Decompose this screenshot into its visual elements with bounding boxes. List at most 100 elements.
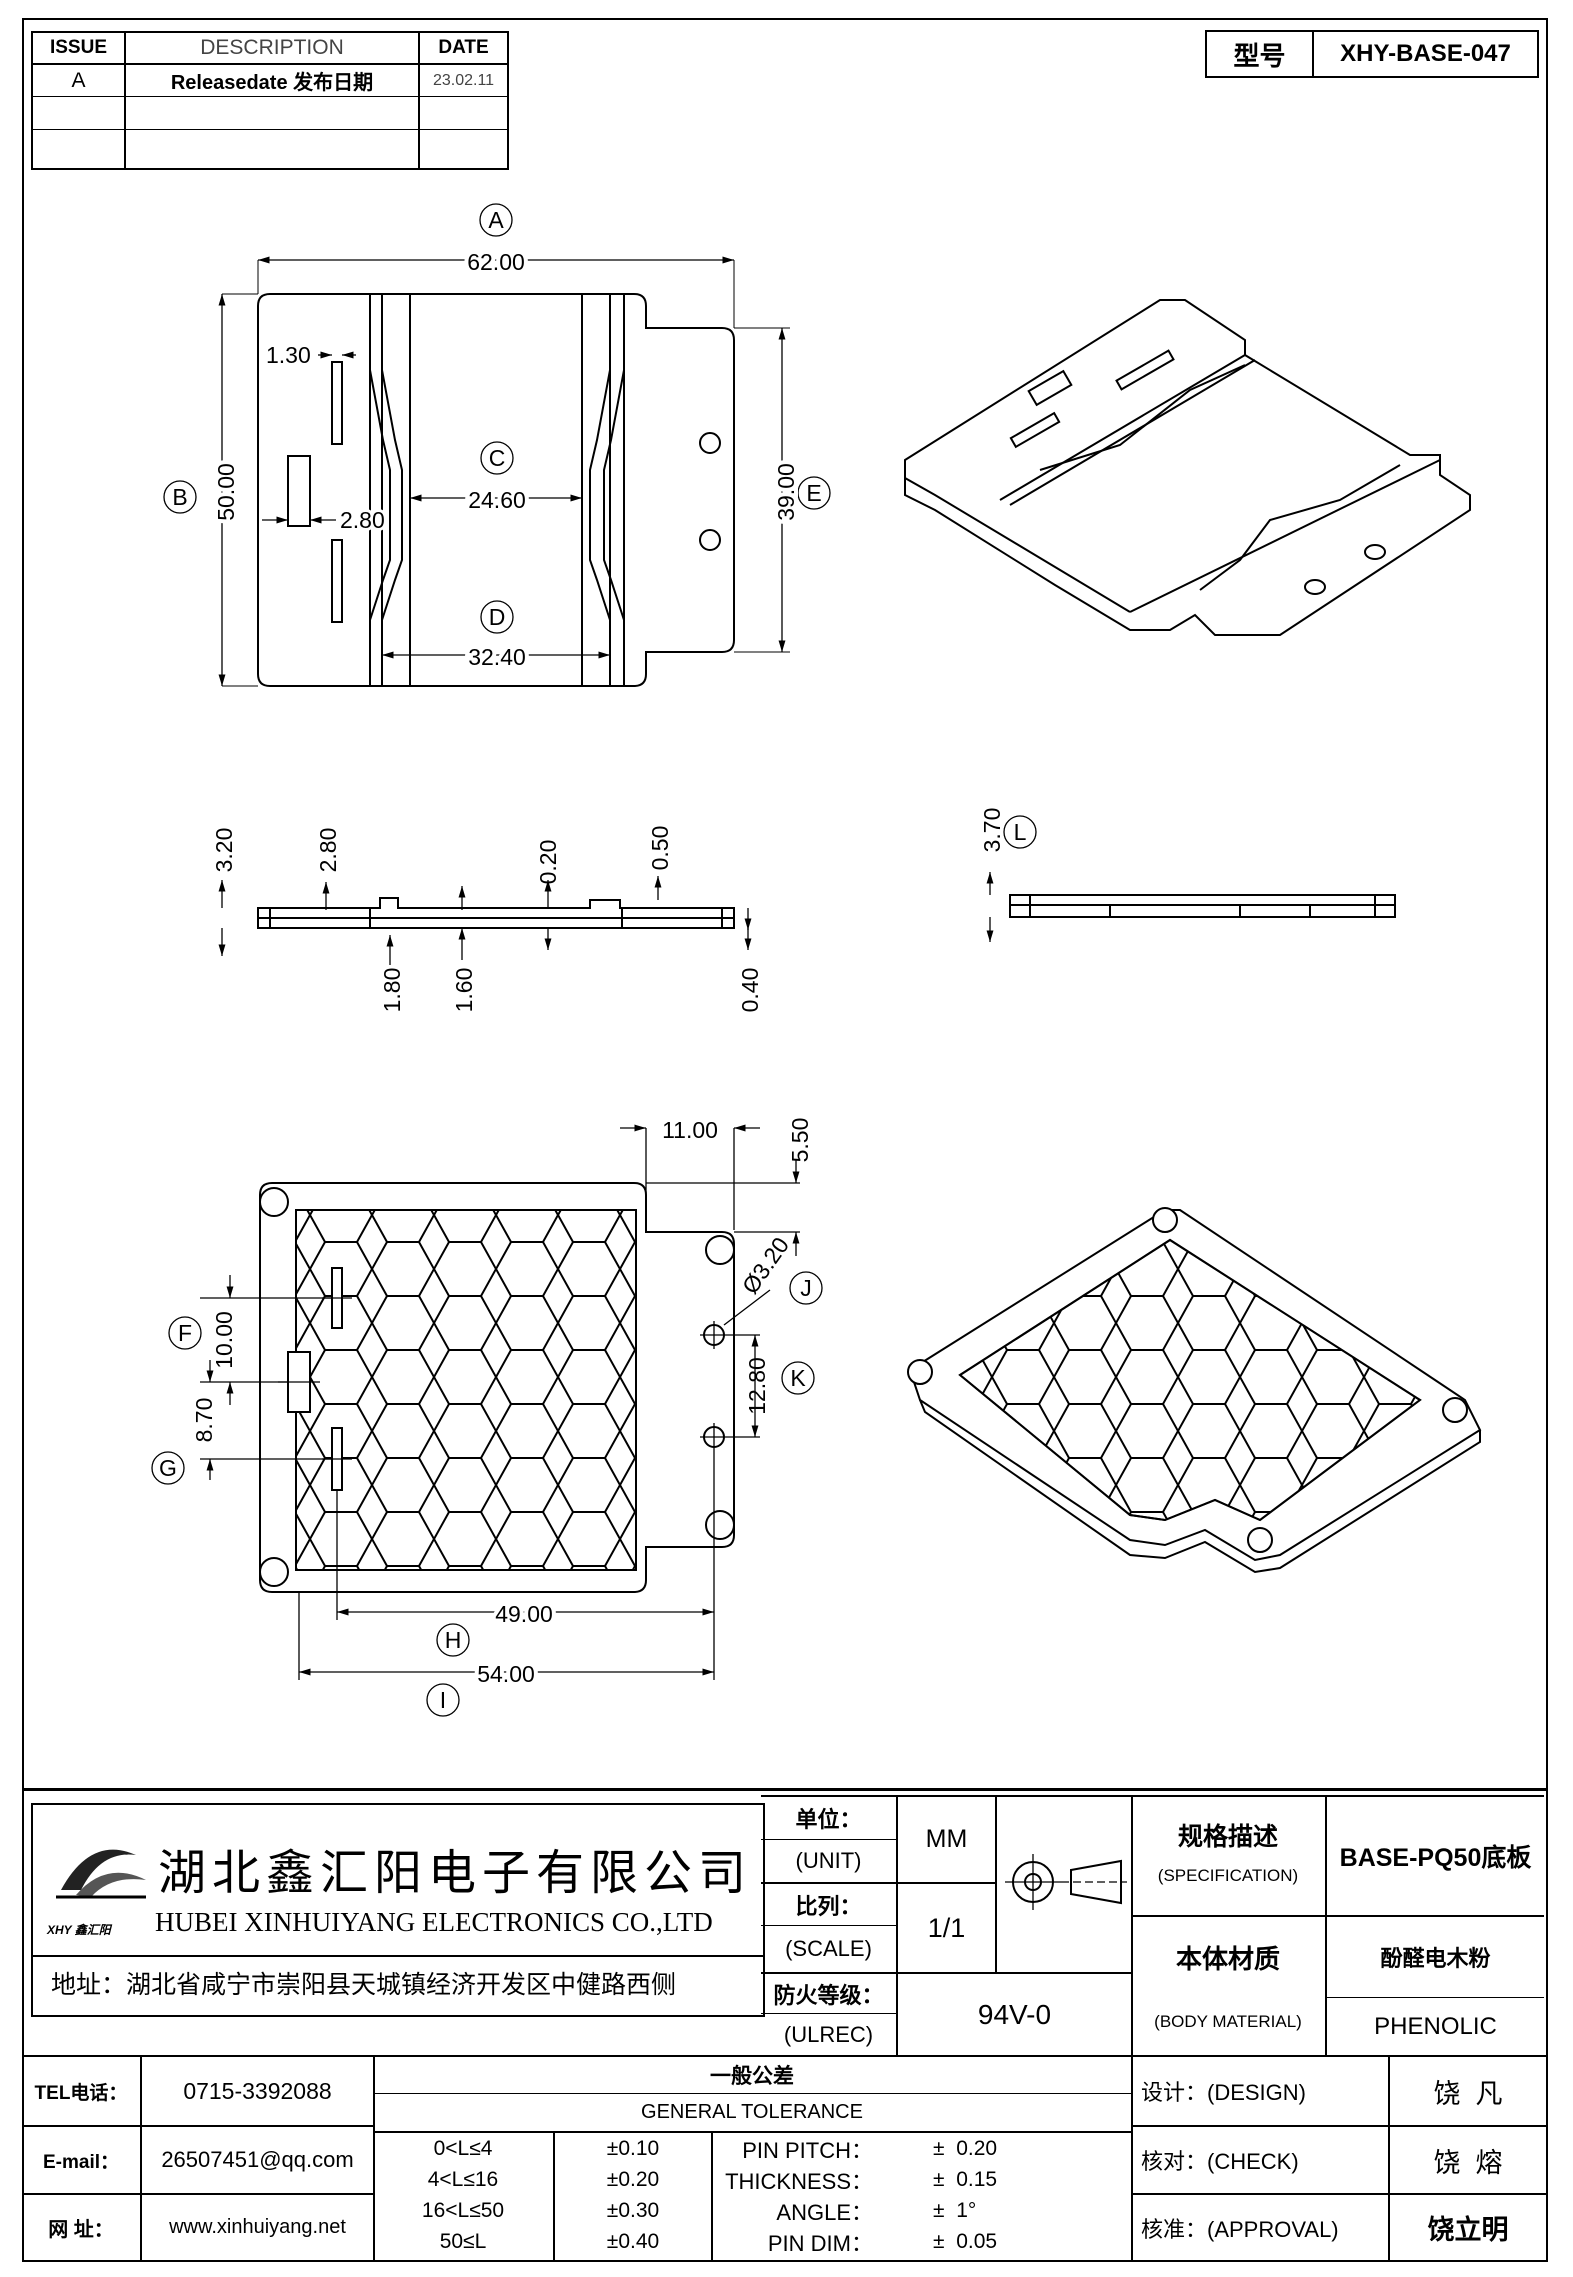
company-name-cn: 湖北鑫汇阳电子有限公司	[158, 1845, 753, 1901]
design-label: 设计：(DESIGN)	[1141, 2080, 1307, 2105]
dim-c: 24.60	[468, 487, 526, 513]
web-value: www.xinhuiyang.net	[169, 2216, 346, 2238]
description-header: DESCRIPTION	[200, 36, 344, 59]
approval-name: 饶立明	[1427, 2215, 1509, 2245]
dim-5-5: 5.50	[787, 1118, 813, 1163]
spec-value: BASE-PQ50底板	[1339, 1844, 1532, 1872]
dim-b: 50.00	[213, 463, 239, 521]
dim-side-1: 3.20	[211, 828, 237, 873]
date-value: 23.02.11	[432, 71, 495, 89]
model-value: XHY-BASE-047	[1340, 40, 1511, 67]
tolerance-itemval-2: ± 1°	[933, 2198, 977, 2222]
unit-label-en: (UNIT)	[795, 1848, 862, 1873]
tolerance-rows: 0<L≤4 ±0.10 PIN PITCH： ± 0.20 4<L≤16 ±0.…	[373, 2133, 1131, 2260]
company-block: XHY 鑫汇阳 湖北鑫汇阳电子有限公司 HUBEI XINHUIYANG ELE…	[31, 1803, 765, 2017]
scale-label-cn: 比列：	[795, 1893, 862, 1919]
design-name: 饶 凡	[1433, 2078, 1503, 2109]
tolerance-title-en: GENERAL TOLERANCE	[641, 2101, 863, 2123]
issue-value: A	[71, 68, 86, 92]
iso-view-top	[904, 299, 1471, 636]
balloon-d: D	[489, 604, 506, 630]
material-value-en: PHENOLIC	[1374, 2012, 1497, 2040]
title-block-top-border	[22, 1788, 1546, 1791]
check-label: 核对：(CHECK)	[1141, 2149, 1299, 2174]
drawing-frame	[22, 18, 1548, 2262]
tolerance-value-0: ±0.10	[606, 2136, 660, 2160]
bottom-view	[259, 1182, 735, 1593]
fire-label-en: (ULREC)	[783, 2021, 874, 2047]
description-value: Releasedate 发布日期	[170, 72, 374, 94]
iso-view-bottom	[907, 1207, 1482, 1574]
company-name-en: HUBEI XINHUIYANG ELECTRONICS CO.,LTD	[155, 1907, 713, 1937]
dim-side-2: 2.80	[315, 828, 341, 873]
tolerance-range-1: 4<L≤16	[427, 2167, 499, 2191]
projection-symbol-icon	[997, 1837, 1131, 1927]
approval-label: 核准：(APPROVAL)	[1141, 2216, 1339, 2242]
unit-value: MM	[925, 1825, 968, 1853]
dim-side-4: 0.50	[647, 826, 673, 871]
fire-label-cn: 防火等级：	[773, 1982, 884, 2008]
tolerance-range-2: 16<L≤50	[421, 2198, 505, 2222]
balloon-e: E	[806, 480, 821, 506]
dim-e: 39.00	[773, 463, 799, 521]
side-view-labels: 3.20 2.80 0.20 0.50 1.80 1.60 0.40 3.70 …	[211, 808, 1027, 1013]
top-view-labels: A B C D E 62.00 50.00 24.60 32.40 39.00 …	[172, 207, 821, 674]
tel-value: 0715-3392088	[183, 2077, 332, 2104]
side-view-front	[218, 876, 752, 965]
tolerance-value-2: ±0.30	[606, 2198, 660, 2222]
material-value-cn: 酚醛电木粉	[1380, 1946, 1491, 1971]
approvals-block: 设计：(DESIGN) 饶 凡 核对：(CHECK) 饶 熔 核准：(APPRO…	[1131, 2055, 1546, 2260]
unit-label-cn: 单位：	[795, 1807, 862, 1832]
balloon-b: B	[172, 484, 187, 510]
top-view	[163, 203, 831, 687]
scale-value: 1/1	[927, 1912, 966, 1943]
balloon-i: I	[440, 1687, 446, 1713]
check-name: 饶 熔	[1433, 2147, 1503, 2178]
tolerance-itemval-1: ± 0.15	[933, 2167, 998, 2191]
dim-f: 10.00	[211, 1311, 237, 1369]
tolerance-item-0: PIN PITCH：	[742, 2137, 873, 2163]
dim-slot-width: 1.30	[266, 342, 311, 368]
contact-block: TEL电话： 0715-3392088 E-mail： 26507451@qq.…	[22, 2055, 375, 2260]
dim-side-3: 0.20	[535, 840, 561, 885]
dim-i: 54.00	[477, 1661, 535, 1687]
dim-a: 62.00	[467, 249, 525, 275]
dim-g: 8.70	[191, 1398, 217, 1443]
side-view-right	[986, 815, 1396, 942]
unit-scale-block: 单位： (UNIT) MM 比列： (SCALE) 1/1 防火等级： (ULR…	[761, 1795, 1133, 2057]
dim-h: 49.00	[495, 1601, 553, 1627]
balloon-c: C	[489, 445, 506, 471]
dim-k: 12.80	[744, 1357, 770, 1415]
tolerance-range-0: 0<L≤4	[433, 2136, 493, 2160]
tolerance-item-3: PIN DIM：	[767, 2230, 873, 2256]
tel-label: TEL电话：	[34, 2082, 128, 2104]
dim-d: 32.40	[468, 644, 526, 670]
material-label-cn: 本体材质	[1175, 1943, 1280, 1974]
tolerance-item-1: THICKNESS：	[725, 2168, 873, 2194]
dim-side-6: 1.60	[451, 968, 477, 1013]
spec-material-block: 规格描述 (SPECIFICATION) BASE-PQ50底板 本体材质 (B…	[1131, 1795, 1544, 2057]
issue-header: ISSUE	[49, 37, 108, 58]
email-value: 26507451@qq.com	[161, 2147, 354, 2172]
dim-side-7: 0.40	[737, 968, 763, 1013]
model-box: 型号 XHY-BASE-047	[1205, 30, 1539, 78]
tolerance-title-cn: 一般公差	[710, 2065, 794, 2088]
balloon-g: G	[159, 1455, 177, 1481]
dim-slot-height: 2.80	[340, 507, 385, 533]
dim-side-l: 3.70	[979, 808, 1005, 853]
tolerance-itemval-3: ± 0.05	[933, 2229, 998, 2253]
bottom-view-dims	[151, 1124, 823, 1717]
scale-label-en: (SCALE)	[785, 1936, 872, 1961]
material-label-en: (BODY MATERIAL)	[1154, 2012, 1302, 2031]
balloon-j: J	[800, 1275, 812, 1301]
dim-side-5: 1.80	[379, 968, 405, 1013]
model-label: 型号	[1233, 40, 1286, 71]
balloon-k: K	[790, 1365, 806, 1391]
tolerance-item-2: ANGLE：	[776, 2199, 873, 2225]
tolerance-block: 一般公差 GENERAL TOLERANCE 0<L≤4 ±0.10 PIN P…	[373, 2055, 1131, 2260]
balloon-l: L	[1014, 819, 1027, 845]
logo-icon	[51, 1835, 151, 1925]
tolerance-value-1: ±0.20	[606, 2167, 660, 2191]
spec-label-cn: 规格描述	[1177, 1823, 1278, 1851]
technical-drawing: A B C D E 62.00 50.00 24.60 32.40 39.00 …	[151, 203, 1482, 1717]
